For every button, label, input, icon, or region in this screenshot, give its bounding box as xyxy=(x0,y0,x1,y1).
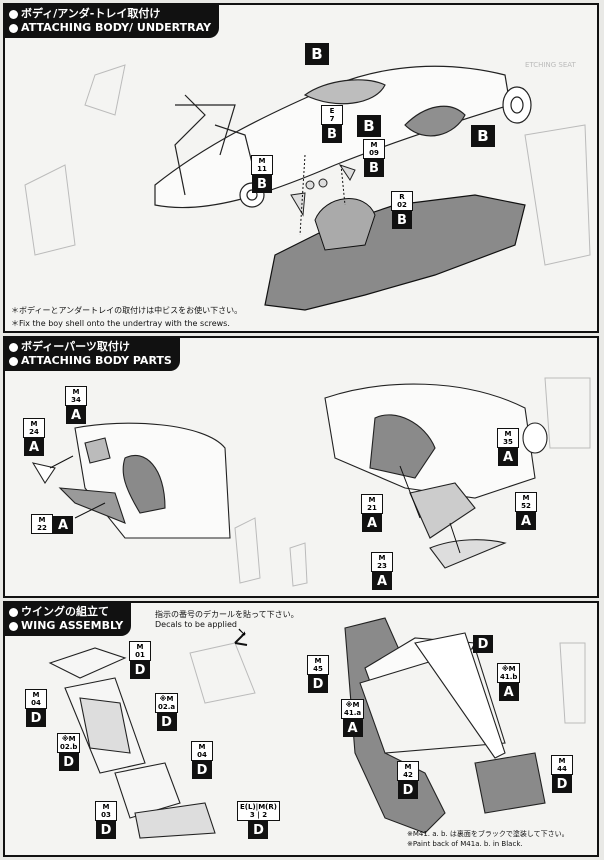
bullet-icon xyxy=(9,9,18,19)
part-tag: ※M 41.a A xyxy=(341,699,365,737)
section1-note-jp: ＊ボディーとアンダートレイの取付けは中ビスをお使い下さい。 xyxy=(11,306,243,315)
bullet-icon xyxy=(9,342,18,352)
decal-note-jp: 指示の番号のデカールを貼って下さい。 xyxy=(155,610,299,619)
part-tag: R 02 B xyxy=(391,191,413,229)
part-tag: D xyxy=(473,635,493,653)
section3-title-en: WING ASSEMBLY xyxy=(21,619,124,632)
section-wing-assembly: ウイングの組立て WING ASSEMBLY 指示の番号のデカールを貼って下さい… xyxy=(3,601,599,857)
part-tag: M 04 D xyxy=(25,689,47,727)
bullet-icon xyxy=(9,607,18,617)
part-tag: M 52 A xyxy=(515,492,537,530)
part-tag: M 34 A xyxy=(65,386,87,424)
part-tag: M 21 A xyxy=(361,494,383,532)
decal-arrow-icon: ➘ xyxy=(237,625,248,639)
bullet-icon xyxy=(9,356,18,366)
part-tag: M 45 D xyxy=(307,655,329,693)
section2-title-jp: ボディーパーツ取付け xyxy=(21,340,130,353)
part-tag: M 44 D xyxy=(551,755,573,793)
section3-note-en: ※Paint back of M41a. b. in Black. xyxy=(407,840,523,848)
part-tag: M 22 A xyxy=(31,514,73,534)
section1-note-en: ＊Fix the boy shell onto the undertray wi… xyxy=(11,319,230,328)
section1-title-jp: ボディ/アンダ-トレイ取付け xyxy=(21,7,161,20)
part-tag: M 04 D xyxy=(191,741,213,779)
section-attaching-body-undertray: ETCHING SEAT xyxy=(3,3,599,333)
bullet-icon xyxy=(9,621,18,631)
part-tag: M 24 A xyxy=(23,418,45,456)
part-tag: E 7 B xyxy=(321,105,343,143)
part-tag: M 09 B xyxy=(363,139,385,177)
part-tag: ※M 02.a D xyxy=(155,693,179,731)
part-tag: ※M 02.b D xyxy=(57,733,81,771)
section-attaching-body-parts: ボディーパーツ取付け ATTACHING BODY PARTS M 34 A M… xyxy=(3,336,599,598)
decal-note-en: Decals to be applied xyxy=(155,620,237,629)
part-tag: M 35 A xyxy=(497,428,519,466)
section2-title-en: ATTACHING BODY PARTS xyxy=(21,354,172,367)
part-tag: M 01 D xyxy=(129,641,151,679)
part-tag: ※M 41.b A xyxy=(497,663,521,701)
undertray-shape xyxy=(264,194,526,311)
part-tag: E(L)|M(R) 3 | 2 D xyxy=(237,801,280,839)
part-tag: B xyxy=(471,125,495,147)
section3-header: ウイングの組立て WING ASSEMBLY xyxy=(5,603,132,636)
part-tag: B xyxy=(305,43,329,65)
section3-note-jp: ※M41. a. b. は裏面をブラックで塗装して下さい。 xyxy=(407,830,569,838)
part-tag: M 42 D xyxy=(397,761,419,799)
section1-header: ボディ/アンダ-トレイ取付け ATTACHING BODY/ UNDERTRAY xyxy=(5,5,220,38)
wing-assembly-illustration xyxy=(48,617,586,839)
part-tag: M 03 D xyxy=(95,801,117,839)
body-undertray-illustration: ETCHING SEAT xyxy=(24,61,591,311)
part-tag: B xyxy=(357,115,381,137)
bullet-icon xyxy=(9,23,18,33)
part-tag: M 23 A xyxy=(371,552,393,590)
section1-title-en: ATTACHING BODY/ UNDERTRAY xyxy=(21,21,212,34)
body-parts-illustration xyxy=(31,377,591,587)
section2-header: ボディーパーツ取付け ATTACHING BODY PARTS xyxy=(5,338,180,371)
svg-text:ETCHING SEAT: ETCHING SEAT xyxy=(525,61,577,69)
part-tag: M 11 B xyxy=(251,155,273,193)
section3-title-jp: ウイングの組立て xyxy=(21,605,109,618)
